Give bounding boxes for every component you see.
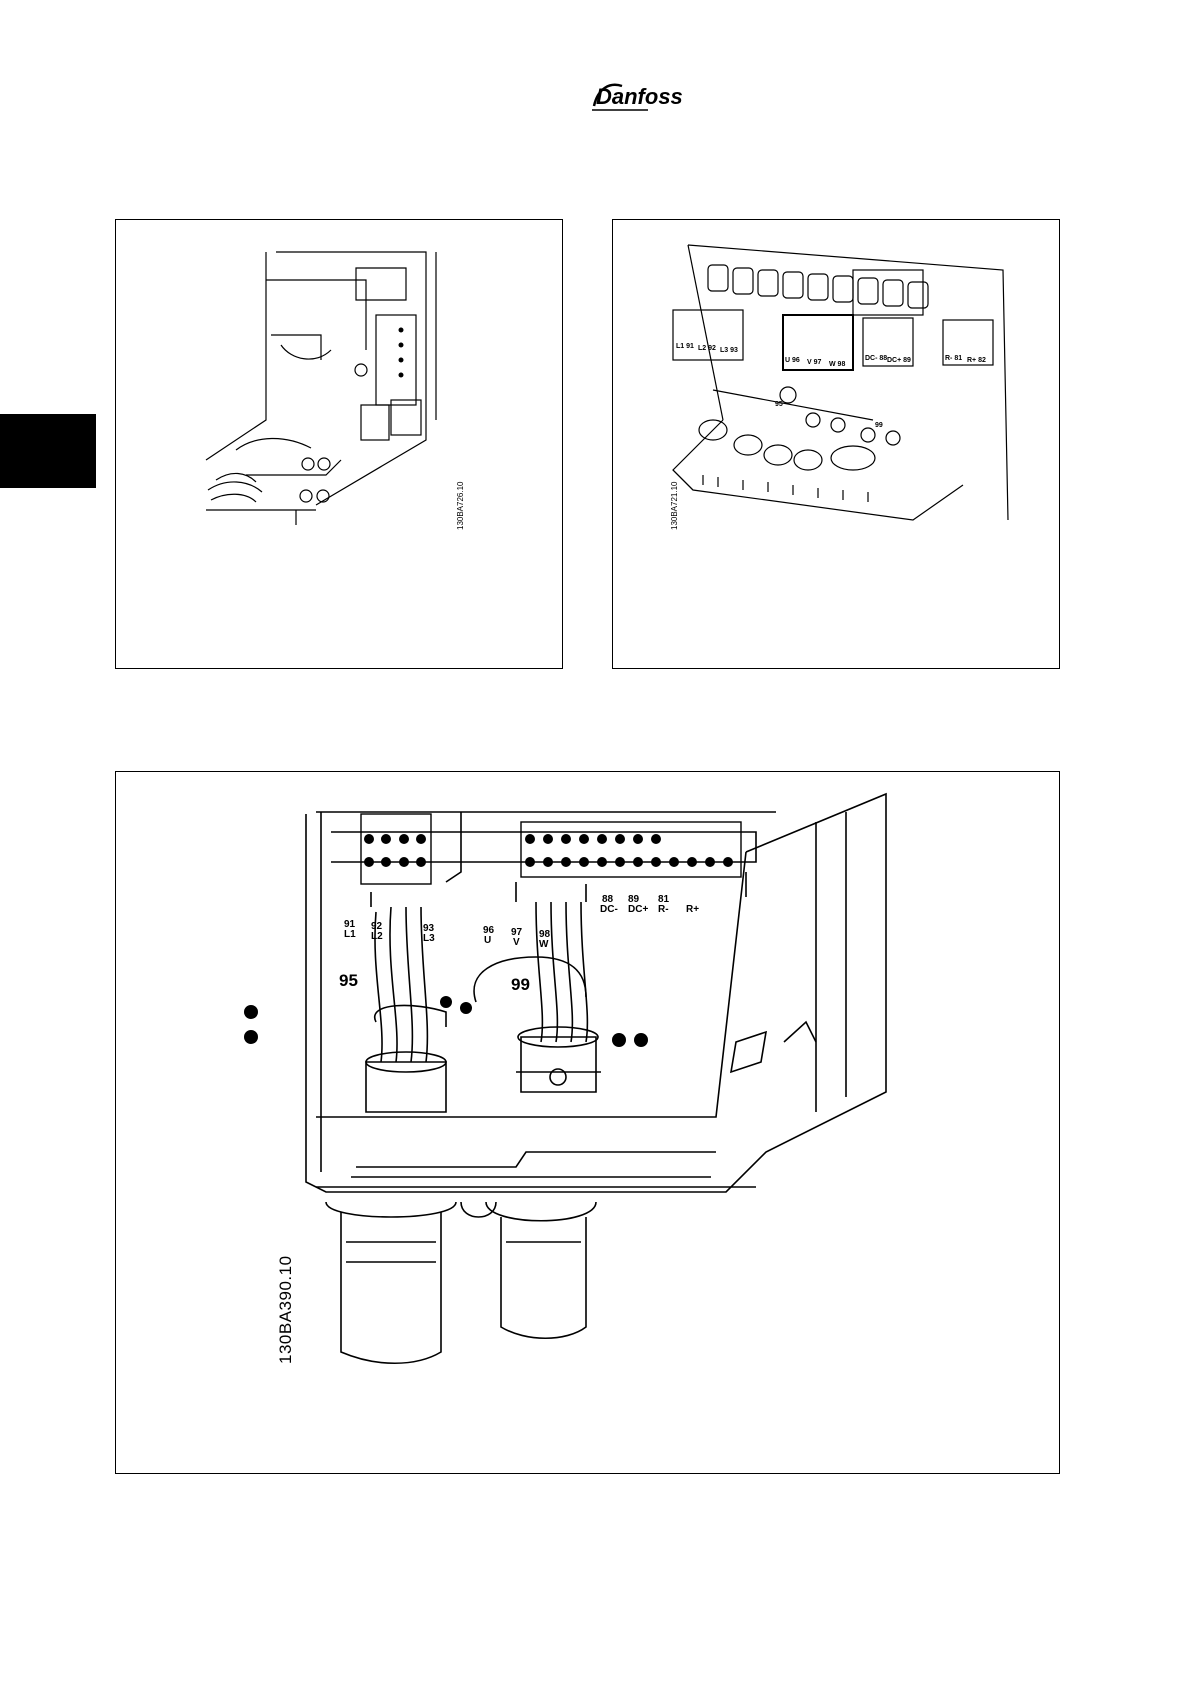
figure-2-label-dcm: DC- 88 (865, 355, 887, 362)
figure-3-u: U (484, 935, 491, 946)
figure-3-dcp: DC+ (628, 904, 648, 915)
figure-1-code: 130BA726.10 (456, 482, 465, 531)
figure-2-label-l2: L2 92 (698, 345, 716, 352)
figure-2-label-w: W 98 (829, 361, 845, 368)
figure-2-label-l3: L3 93 (720, 347, 738, 354)
figure-3-l2: L2 (371, 931, 383, 942)
figure-2-label-dcp: DC+ 89 (887, 357, 911, 364)
figure-3-w: W (539, 939, 549, 950)
figure-3-rm: R- (658, 904, 669, 915)
figure-3-ground-99: 99 (511, 975, 530, 994)
figure-3-code: 130BA390.10 (276, 1255, 296, 1364)
figure-2-label-95: 95 (775, 401, 783, 408)
figure-3-l3: L3 (423, 933, 435, 944)
figure-3-frame: 88 DC- 89 DC+ 81 R- R+ 91 L1 92 L2 93 L3… (115, 771, 1060, 1474)
figure-2-drawing: L1 91 L2 92 L3 93 U 96 V 97 W 98 DC- 88 … (613, 220, 1061, 670)
figure-2-label-rp: R+ 82 (967, 357, 986, 364)
figure-1-drawing (116, 220, 564, 670)
figure-2-frame: L1 91 L2 92 L3 93 U 96 V 97 W 98 DC- 88 … (612, 219, 1060, 669)
svg-text:Danfoss: Danfoss (596, 84, 683, 109)
figure-3-l1: L1 (344, 929, 356, 940)
figure-2-label-u: U 96 (785, 357, 800, 364)
figure-3-dcm: DC- (600, 904, 618, 915)
figure-3-ground-95: 95 (339, 971, 358, 990)
figure-3-drawing: 88 DC- 89 DC+ 81 R- R+ 91 L1 92 L2 93 L3… (116, 772, 1061, 1475)
figure-1-frame: 130BA726.10 (115, 219, 563, 669)
chapter-tab (0, 414, 96, 488)
figure-2-label-99: 99 (875, 422, 883, 429)
figure-2-label-l1: L1 91 (676, 343, 694, 350)
figure-3-rp: R+ (686, 904, 699, 915)
figure-2-label-v: V 97 (807, 359, 822, 366)
figure-3-v: V (513, 937, 520, 948)
figure-2-code: 130BA721.10 (670, 482, 679, 531)
danfoss-logo: Danfoss (588, 78, 688, 114)
figure-2-label-rm: R- 81 (945, 355, 962, 362)
